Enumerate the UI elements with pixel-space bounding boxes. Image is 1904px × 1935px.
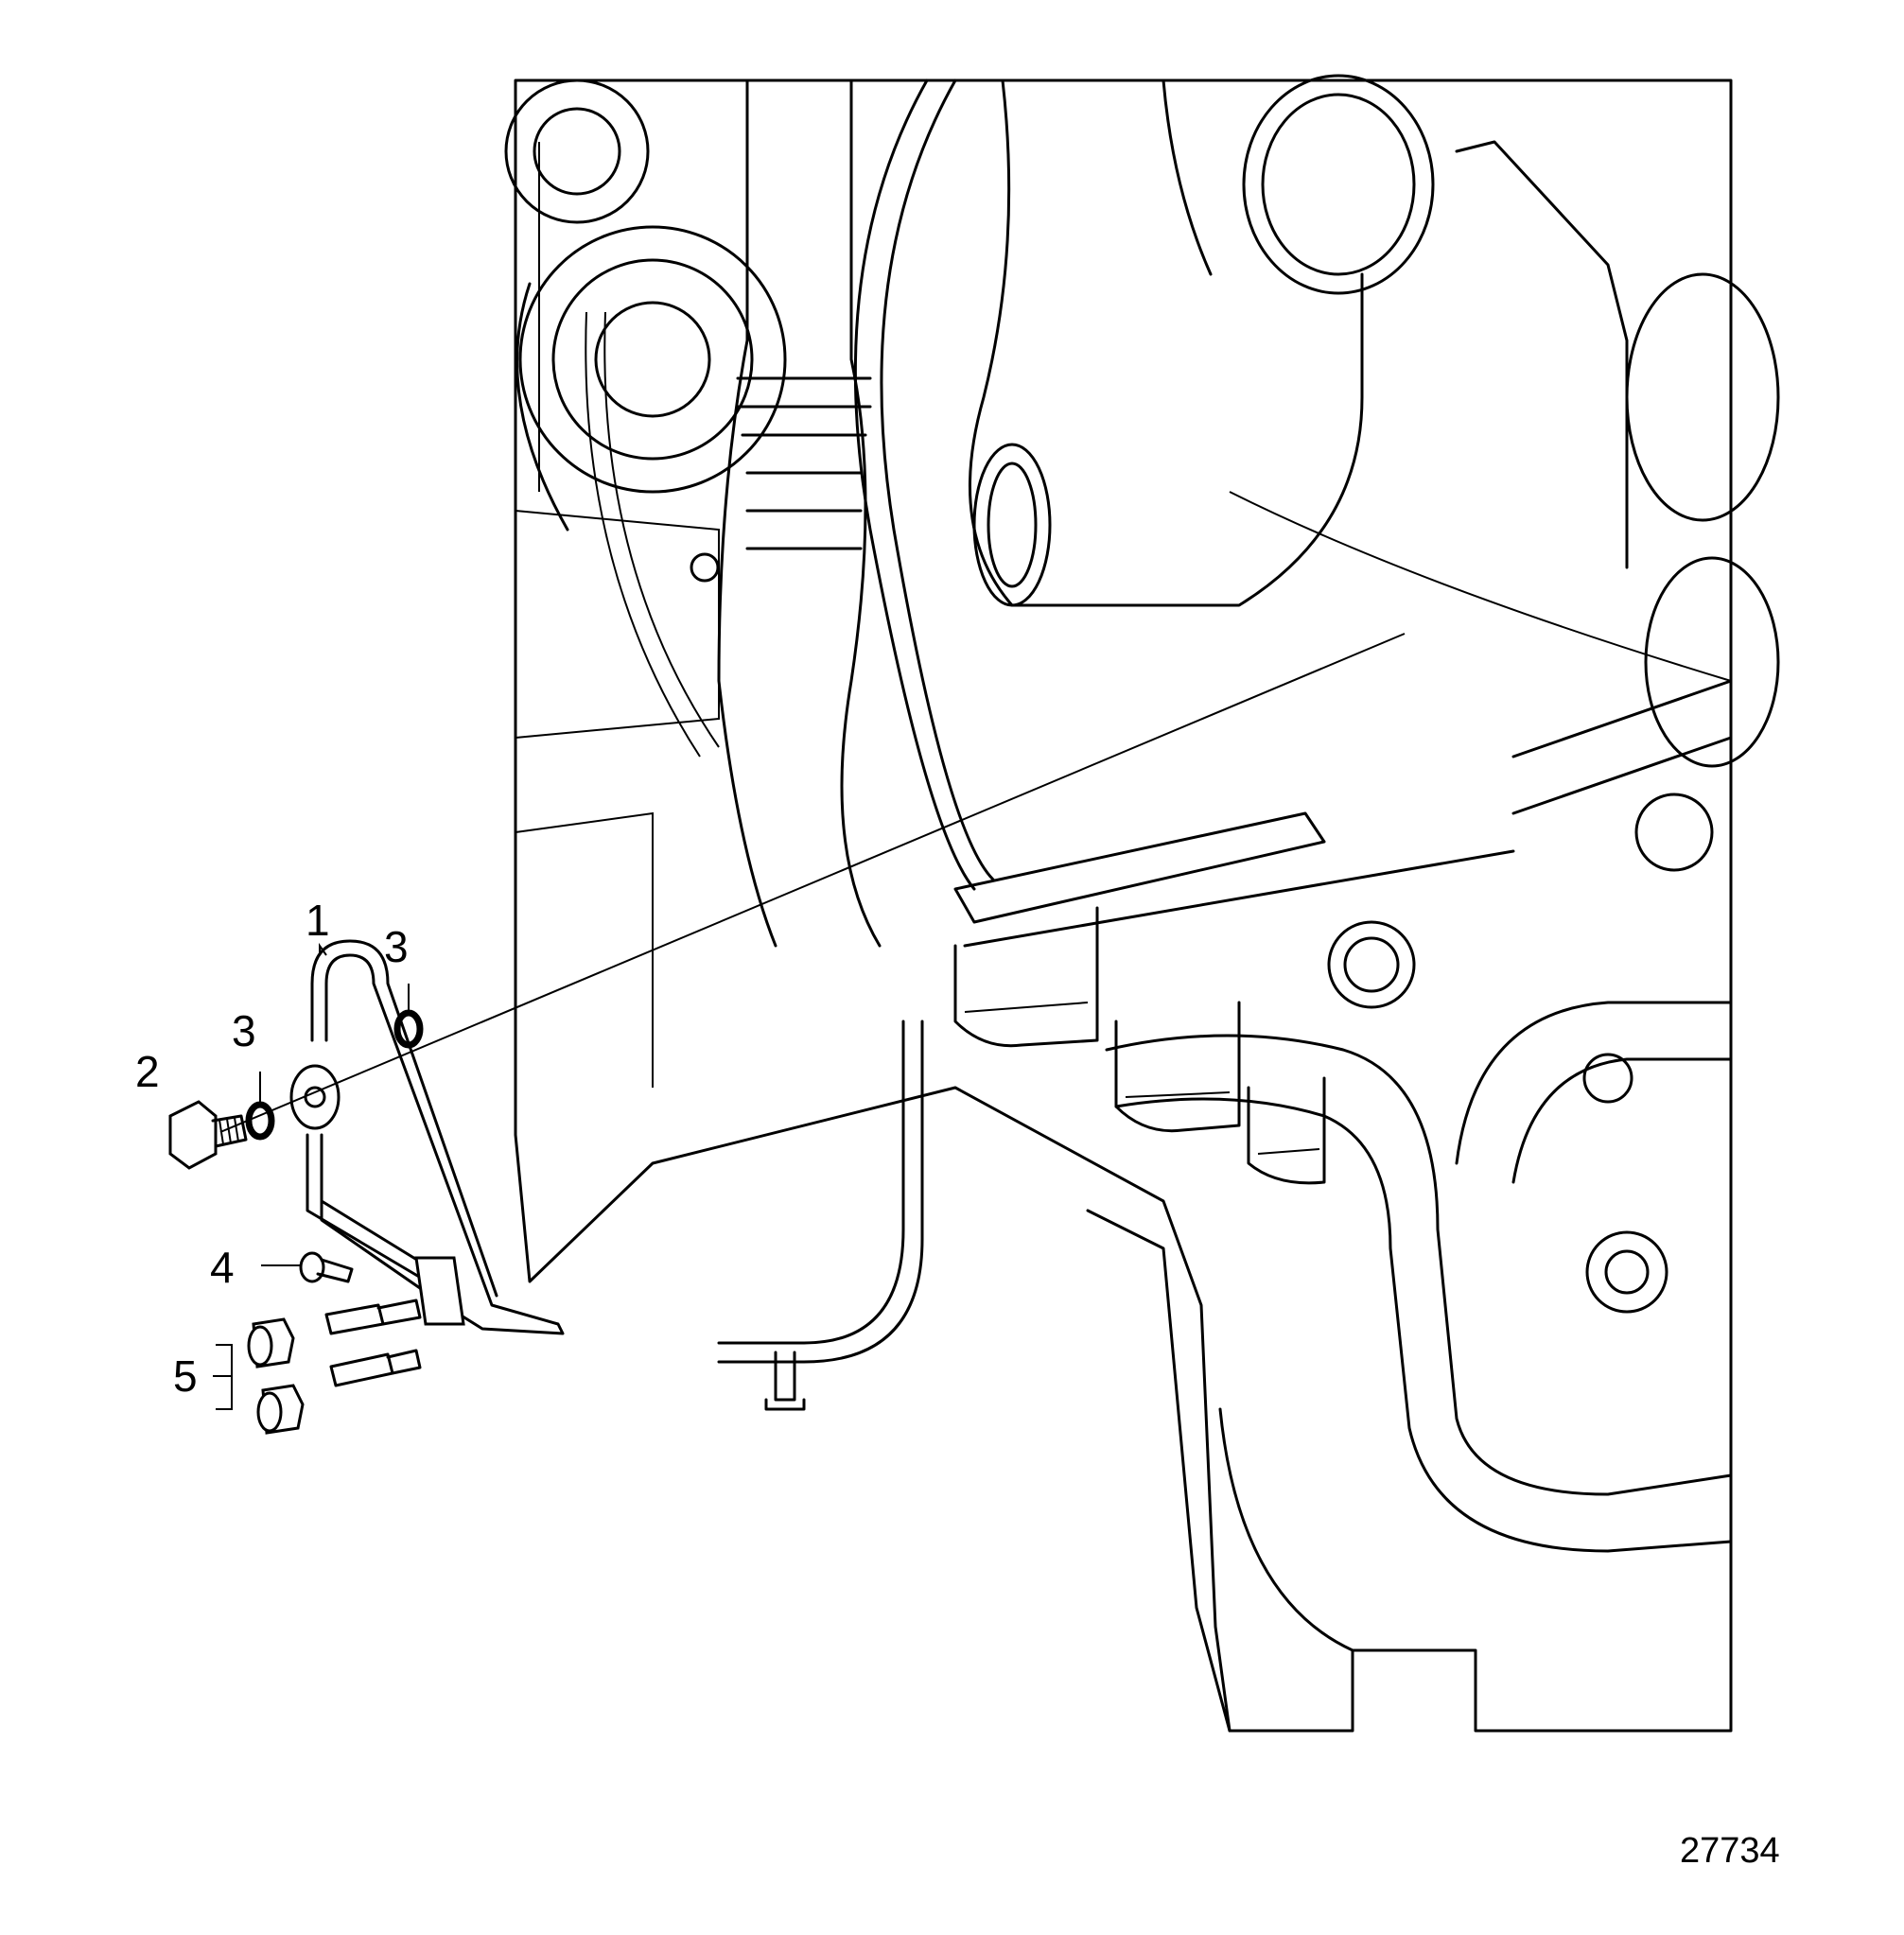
coolant-hoses [1105, 1001, 1733, 1553]
screw [299, 1251, 354, 1283]
banjo-bolt [168, 1100, 248, 1170]
leader-lines [213, 942, 410, 1410]
callout-2: 2 [135, 1047, 160, 1096]
timing-housing [1455, 140, 1780, 872]
exhaust-elbow [968, 74, 1435, 607]
wiring-harness [585, 78, 1732, 891]
callout-5: 5 [173, 1351, 198, 1401]
intake-pipe [690, 78, 882, 948]
engine-block [514, 78, 1733, 1733]
hose-connector [256, 1349, 422, 1435]
sealing-washer [393, 1009, 424, 1049]
hose-connector [247, 1299, 422, 1368]
turbocharger [504, 78, 787, 532]
callout-1: 1 [306, 896, 330, 945]
sealing-washer [245, 1101, 275, 1141]
explode-line [219, 633, 1406, 1133]
return-line [717, 1020, 924, 1411]
callout-3: 3 [384, 922, 409, 971]
callout-3: 3 [232, 1006, 256, 1055]
fuel-rail [953, 811, 1633, 1104]
fuel-filters [953, 906, 1326, 1185]
callout-4: 4 [210, 1243, 235, 1292]
fuel-line-assembly [289, 939, 565, 1335]
figure-number: 27734 [1680, 1831, 1780, 1871]
